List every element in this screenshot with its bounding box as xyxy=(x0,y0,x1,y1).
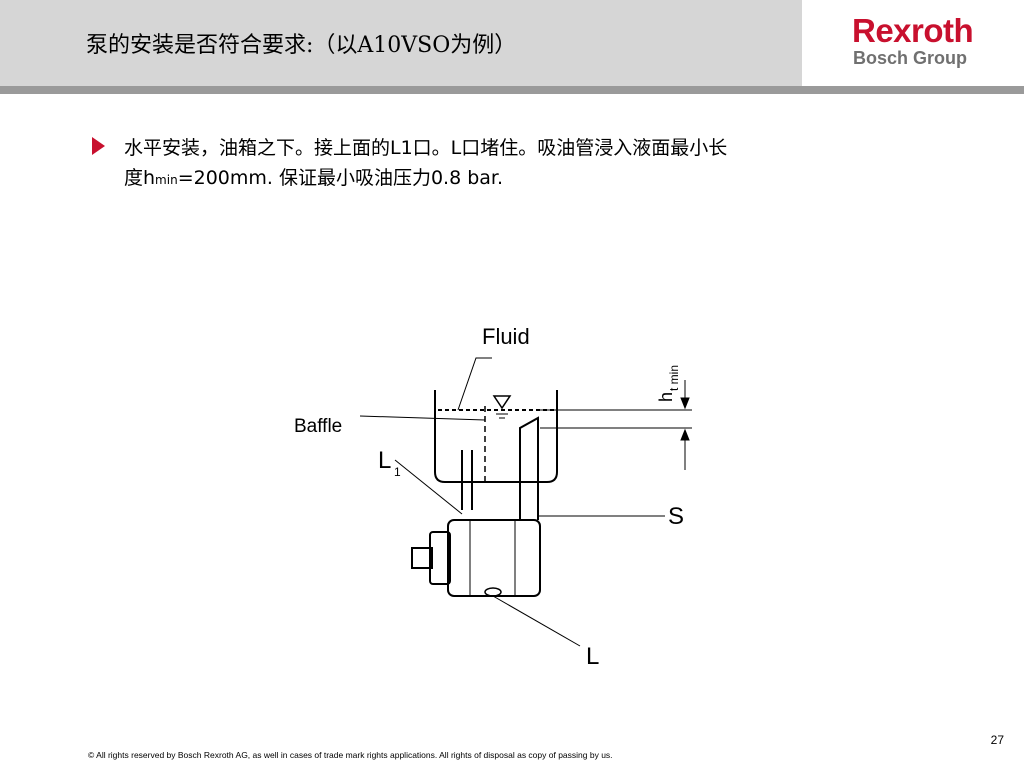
l-leader xyxy=(492,595,581,647)
label-ht: h xyxy=(656,392,676,402)
tank-outline xyxy=(434,390,558,483)
pump-shaft xyxy=(411,547,433,569)
pump-installation-diagram: Fluid Baffle L 1 S L h t min xyxy=(280,310,740,680)
title-bar xyxy=(0,0,802,86)
bullet-line-2-suffix: =200mm. 保证最小吸油压力0.8 bar. xyxy=(177,167,504,189)
label-l1-sub: 1 xyxy=(394,465,401,479)
label-fluid: Fluid xyxy=(482,324,530,349)
pump-installation-drawing: Fluid Baffle L 1 S L h t min xyxy=(294,324,692,670)
bullet-line-2-prefix: 度h xyxy=(124,167,156,189)
suction-pipe xyxy=(519,416,539,520)
label-l1: L xyxy=(378,447,391,474)
l1-leader xyxy=(394,459,463,515)
rexroth-logo: Rexroth xyxy=(852,12,974,49)
label-l: L xyxy=(586,643,599,670)
label-s: S xyxy=(668,503,684,530)
baffle-leader xyxy=(359,415,486,421)
bullet-text: 水平安装，油箱之下。接上面的L1口。L口堵住。吸油管浸入液面最小长 度hmin=… xyxy=(124,133,964,195)
page-number: 27 xyxy=(990,733,1004,747)
header-divider xyxy=(0,86,1024,94)
label-baffle: Baffle xyxy=(294,416,342,437)
bosch-group-logo: Bosch Group xyxy=(853,48,968,68)
slide-title: 泵的安装是否符合要求:（以A10VSO为例） xyxy=(86,33,517,58)
triangle-bullet-icon xyxy=(92,137,105,155)
bullet-line-2-subscript: min xyxy=(155,173,178,187)
l-port xyxy=(484,587,502,597)
label-ht-sub: t min xyxy=(667,365,681,391)
fluid-leader xyxy=(457,357,492,411)
pump-flange xyxy=(429,531,451,585)
pump-body xyxy=(447,519,541,597)
copyright-footer: © All rights reserved by Bosch Rexroth A… xyxy=(88,750,613,760)
bullet-line-1: 水平安装，油箱之下。接上面的L1口。L口堵住。吸油管浸入液面最小长 xyxy=(124,137,728,159)
logo-area xyxy=(804,0,1024,86)
